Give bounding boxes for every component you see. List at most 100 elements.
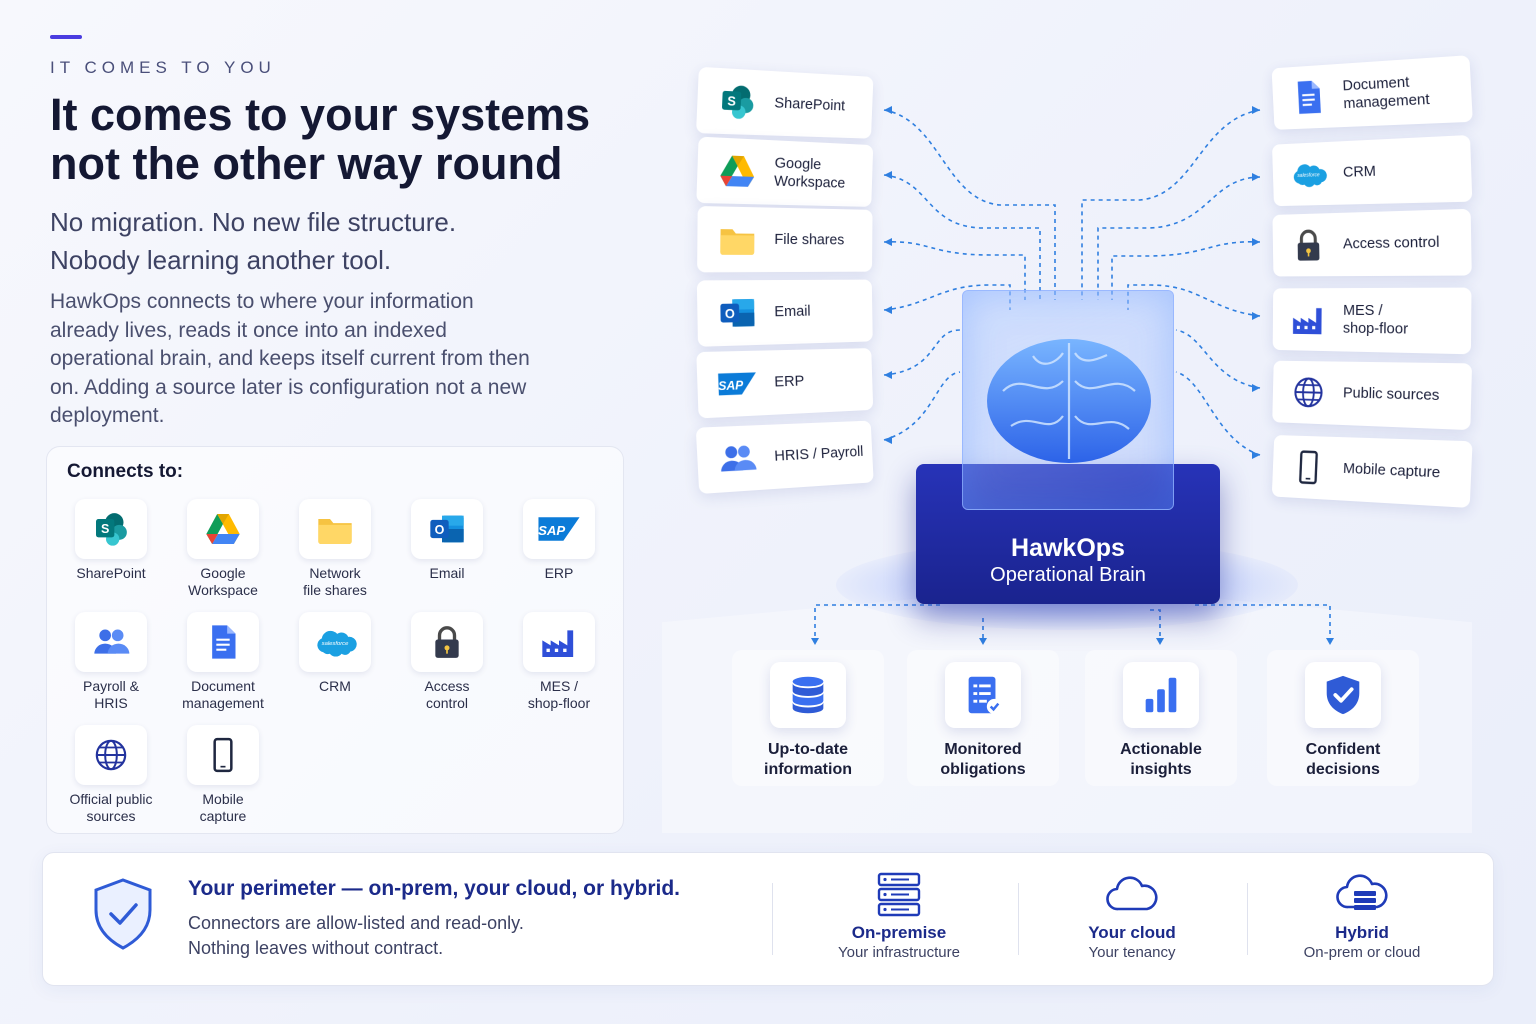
source-label: Access control xyxy=(1343,233,1440,253)
divider xyxy=(772,883,773,955)
outcome-label-line-1: Actionable xyxy=(1120,741,1202,758)
eyebrow: IT COMES TO YOU xyxy=(50,58,276,77)
sap-icon xyxy=(716,363,758,405)
source-card[interactable]: CRM xyxy=(1271,134,1473,207)
tile-label-line-1: CRM xyxy=(319,678,351,694)
tile-label-line-1: Document xyxy=(191,678,255,694)
globe-icon xyxy=(1290,373,1328,413)
divider xyxy=(1247,883,1248,955)
tile-icon-box xyxy=(75,612,147,672)
source-card[interactable]: Public sources xyxy=(1272,360,1473,431)
source-card[interactable]: Email xyxy=(696,279,873,347)
deploy-title: Hybrid xyxy=(1335,923,1389,942)
deploy-title: On-premise xyxy=(851,923,947,942)
tile-icon-box xyxy=(75,499,147,559)
tile-label-line-2: Workspace xyxy=(188,582,258,598)
perimeter-banner: Your perimeter — on-prem, your cloud, or… xyxy=(42,852,1494,986)
tile-label-line-2: shop-floor xyxy=(527,695,591,711)
connector-tile[interactable]: Payroll &HRIS xyxy=(55,612,167,712)
connector-tile[interactable]: MES /shop-floor xyxy=(503,612,615,712)
bar-chart-icon xyxy=(1138,672,1184,718)
source-icon-box xyxy=(1289,224,1328,266)
tile-label: Payroll &HRIS xyxy=(55,678,167,712)
deploy-icon-box xyxy=(1102,871,1162,917)
perimeter-line-1: Connectors are allow-listed and read-onl… xyxy=(188,913,524,933)
brain-cube xyxy=(962,290,1174,510)
outcome-label-line-2: obligations xyxy=(940,761,1026,778)
tile-label: ERP xyxy=(503,565,615,582)
deploy-icon-box xyxy=(1332,871,1392,917)
source-label-line-2: Workspace xyxy=(773,172,846,192)
source-label: ERP xyxy=(774,372,804,391)
outcome-label-line-1: Confident xyxy=(1305,741,1381,758)
source-icon-box xyxy=(715,436,760,481)
tile-label-line-1: MES / xyxy=(539,678,579,694)
checklist-icon xyxy=(960,672,1006,718)
subheadline: No migration. No new file structure. Nob… xyxy=(50,203,610,279)
tile-label-line-1: ERP xyxy=(544,565,574,581)
tile-icon-box xyxy=(299,612,371,672)
source-label-line-1: HRIS / Payroll xyxy=(773,443,864,465)
source-icon-box xyxy=(1288,446,1328,489)
connector-tile[interactable]: CRM xyxy=(279,612,391,695)
source-label: HRIS / Payroll xyxy=(774,443,864,466)
tile-label-line-2: capture xyxy=(199,808,247,824)
source-icon-box xyxy=(1289,153,1329,195)
source-card[interactable]: File shares xyxy=(697,205,873,273)
source-icon-box xyxy=(715,79,759,124)
document-icon xyxy=(1289,77,1328,118)
source-card[interactable]: Access control xyxy=(1272,208,1472,277)
brand-subtitle: Operational Brain xyxy=(990,564,1146,586)
tile-icon-box xyxy=(75,725,147,785)
headline-line-1: It comes to your systems xyxy=(50,89,591,140)
shield-check-icon xyxy=(1320,672,1366,718)
source-icon-box xyxy=(1289,372,1329,414)
source-icon-box xyxy=(716,291,759,335)
outcome-icon-box xyxy=(770,662,846,728)
shield-check-icon xyxy=(94,878,152,950)
salesforce-icon xyxy=(1289,154,1327,194)
source-card[interactable]: Mobile capture xyxy=(1271,434,1473,508)
google-drive-icon xyxy=(716,150,758,192)
connector-tile[interactable]: Email xyxy=(391,499,503,582)
source-card[interactable]: MES /shop-floor xyxy=(1272,287,1472,355)
tile-label-line-2: control xyxy=(425,695,469,711)
divider xyxy=(1018,883,1019,955)
tile-label-line-1: Access xyxy=(424,678,470,694)
tile-label-line-2: file shares xyxy=(303,582,367,598)
source-label: Public sources xyxy=(1343,384,1440,405)
tile-icon-box xyxy=(411,612,483,672)
source-card[interactable]: HRIS / Payroll xyxy=(695,420,874,495)
outcome-icon-box xyxy=(1305,662,1381,728)
connects-title: Connects to: xyxy=(67,461,184,482)
brain-label: HawkOps Operational Brain xyxy=(916,534,1220,588)
source-icon-box xyxy=(715,149,759,193)
source-card[interactable]: ERP xyxy=(696,348,874,419)
source-label-line-1: Mobile capture xyxy=(1342,459,1441,482)
source-card[interactable]: SharePoint xyxy=(696,66,874,139)
source-icon-box xyxy=(1288,76,1329,119)
source-label: MES /shop-floor xyxy=(1343,302,1408,339)
connector-tile[interactable]: SharePoint xyxy=(55,499,167,582)
outcome-label-line-1: Monitored xyxy=(944,741,1022,758)
connector-tile[interactable]: ERP xyxy=(503,499,615,582)
deploy-subtitle: On-prem or cloud xyxy=(1303,944,1421,961)
